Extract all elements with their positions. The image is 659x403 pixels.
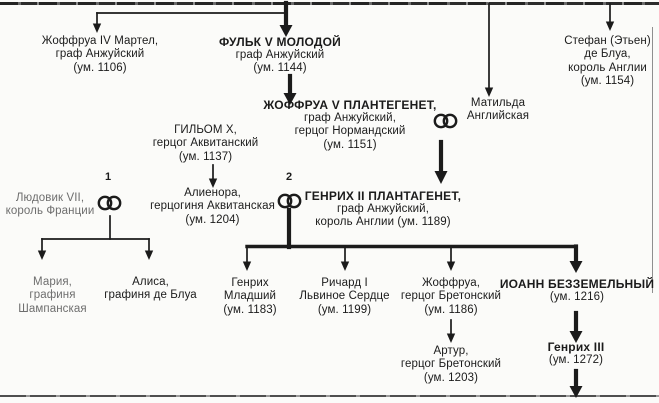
person-alice-of-blois: Алиса, графиня де Блуа <box>93 276 208 303</box>
person-name: Генрих III <box>547 340 605 354</box>
connector-louis-children <box>37 215 154 260</box>
person-death-year: (ум. 1154) <box>580 75 635 88</box>
connector-to-stephen <box>605 3 615 31</box>
page-edge-bottom <box>0 395 659 397</box>
person-marie-of-champagne: Мария, графиня Шампанская <box>10 276 95 316</box>
marriage-number-2: 2 <box>285 171 293 183</box>
person-name: Львиное Сердце <box>299 290 390 303</box>
marriage-rings-icon <box>433 113 458 129</box>
person-name: Людовик VII, <box>15 192 85 204</box>
connector-henry-ii-children <box>242 207 583 273</box>
person-john-lackland: ИОАНН БЕЗЗЕМЕЛЬНЫЙ (ум. 1216) <box>496 277 658 304</box>
person-title: король Англии <box>568 61 647 74</box>
person-name: ЖОФФРУА V ПЛАНТЕГЕНЕТ, <box>263 98 437 112</box>
person-name: Ричард I <box>321 277 368 289</box>
person-william-x: ГИЛЬОМ X, герцог Аквитанский (ум. 1137) <box>118 124 293 164</box>
person-title: герцог Аквитанский <box>152 137 259 150</box>
person-name: де Блуа, <box>584 48 631 61</box>
marriage-number-1: 1 <box>104 171 112 183</box>
person-title: граф Анжуйский <box>55 48 145 61</box>
person-matilda-of-england: Матильда Английская <box>458 97 538 124</box>
person-geoffrey-of-brittany: Жоффруа, герцог Бретонский (ум. 1186) <box>390 277 512 317</box>
person-title: герцог Нормандский <box>294 125 406 138</box>
person-title: герцог Бретонский <box>400 358 502 371</box>
person-name: Английская <box>466 110 530 123</box>
person-title: граф Анжуйский <box>235 49 325 62</box>
person-name: Жоффруа IV Мартел, <box>41 35 159 47</box>
person-henry-the-young: Генрих Младший (ум. 1183) <box>205 277 295 317</box>
connector-to-matilda <box>484 3 494 97</box>
connector-henry-iii-down <box>569 368 583 398</box>
person-name: Младший <box>223 290 277 303</box>
person-henry-iii: Генрих III (ум. 1272) <box>526 340 626 367</box>
connector-fulk-to-geoffrey-v <box>283 73 297 105</box>
connector-top-bracket <box>92 0 293 37</box>
person-title: графиня де Блуа <box>104 289 197 302</box>
marriage-rings-icon <box>97 195 122 211</box>
person-death-year: (ум. 1203) <box>423 371 479 384</box>
person-death-year: (ум. 1204) <box>185 213 240 226</box>
person-title: граф Анжуйский, <box>304 112 396 125</box>
connector-john-to-henry-iii <box>569 310 583 343</box>
person-title: король Англии (ум. 1189) <box>315 216 451 229</box>
person-eleanor-of-aquitaine: Алиенора, герцогиня Аквитанская (ум. 120… <box>125 187 300 227</box>
person-geoffrey-iv-martel: Жоффруа IV Мартел, граф Анжуйский (ум. 1… <box>20 35 180 75</box>
person-name: Артур, <box>433 345 469 357</box>
person-richard-i: Ричард I Львиное Сердце (ум. 1199) <box>287 277 402 317</box>
person-geoffrey-v-plantagenet: ЖОФФРУА V ПЛАНТЕГЕНЕТ, граф Анжуйский, г… <box>245 98 455 152</box>
person-fulk-v: ФУЛЬК V МОЛОДОЙ граф Анжуйский (ум. 1144… <box>200 35 360 76</box>
person-name: Алиенора, <box>184 187 241 199</box>
person-death-year: (ум. 1186) <box>424 303 478 316</box>
person-death-year: (ум. 1106) <box>73 61 127 74</box>
person-title: герцог Бретонский <box>400 290 502 303</box>
person-stephen-of-blois: Стефан (Этьен) де Блуа, король Англии (у… <box>556 35 659 89</box>
person-name: Генрих <box>231 277 269 289</box>
person-title: граф Анжуйский, <box>337 203 429 216</box>
person-death-year: (ум. 1183) <box>223 303 277 316</box>
page-edge-top <box>0 2 659 5</box>
person-arthur-of-brittany: Артур, герцог Бретонский (ум. 1203) <box>390 345 512 385</box>
person-name: Жоффруа, <box>421 277 481 289</box>
person-death-year: (ум. 1216) <box>549 291 605 304</box>
person-title: герцогиня Аквитанская <box>150 200 275 213</box>
person-name: ГЕНРИХ II ПЛАНТАГЕНЕТ, <box>304 189 462 203</box>
connector-william-to-eleanor <box>208 164 218 188</box>
person-death-year: (ум. 1137) <box>178 150 233 163</box>
person-name: Стефан (Этьен) <box>564 35 651 47</box>
person-death-year: (ум. 1144) <box>253 62 307 75</box>
person-name: ФУЛЬК V МОЛОДОЙ <box>219 35 341 49</box>
person-name: Алиса, <box>132 276 169 288</box>
person-title: король Франции <box>5 205 95 218</box>
connector-to-henry-ii <box>434 139 448 184</box>
person-title: Шампанская <box>18 302 87 315</box>
person-name: ГИЛЬОМ X, <box>174 124 237 136</box>
person-name: Мария, <box>33 276 72 288</box>
marriage-rings-icon <box>277 193 302 209</box>
person-death-year: (ум. 1199) <box>317 303 372 316</box>
connector-geoffrey-to-arthur <box>446 319 456 343</box>
person-louis-vii: Людовик VII, король Франции <box>0 192 100 219</box>
person-name: Матильда <box>470 97 526 109</box>
person-death-year: (ум. 1272) <box>548 354 604 367</box>
scan-edge-line <box>652 27 653 293</box>
person-title: графиня <box>29 289 76 302</box>
person-henry-ii: ГЕНРИХ II ПЛАНТАГЕНЕТ, граф Анжуйский, к… <box>288 189 478 230</box>
person-name: ИОАНН БЕЗЗЕМЕЛЬНЫЙ <box>499 277 655 291</box>
person-death-year: (ум. 1151) <box>323 138 377 151</box>
